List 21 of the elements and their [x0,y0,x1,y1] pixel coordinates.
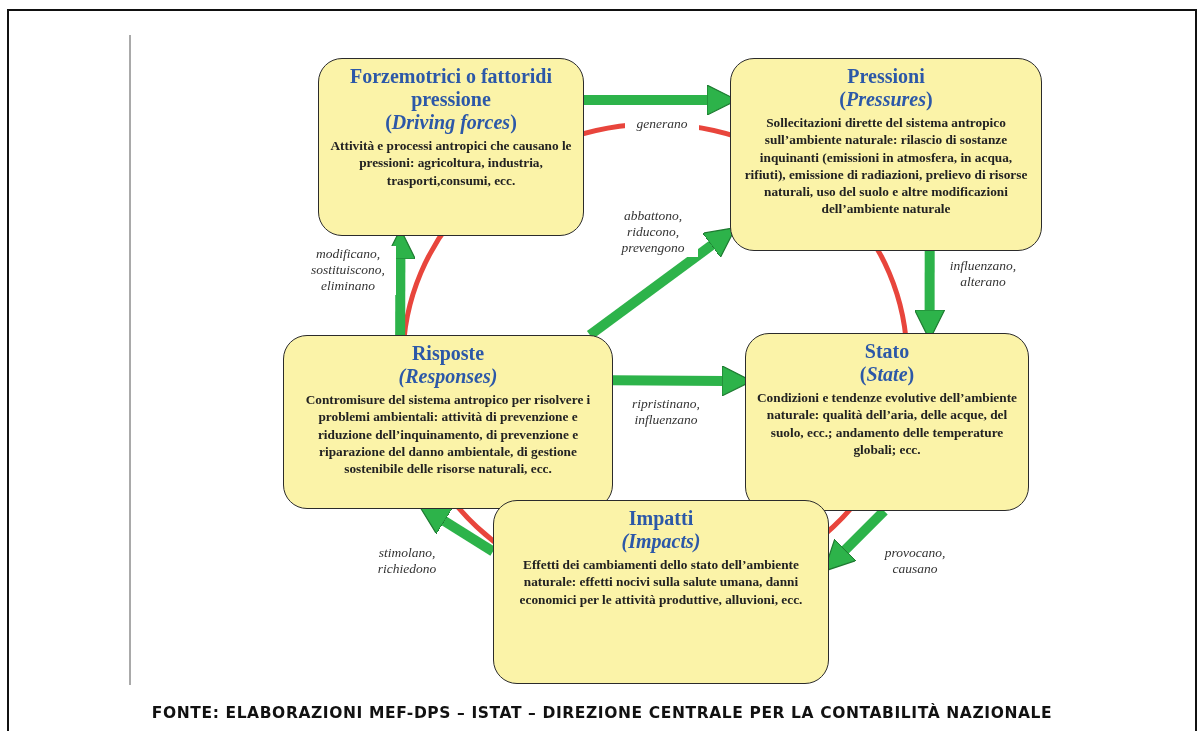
concept-box [745,333,1029,511]
concept-box [493,500,829,684]
concept-box [318,58,584,236]
description-text: Attività e processi antropici che causano le pressioni: agricoltura, industria, trasporti,consumi, ecc. [329,137,573,189]
box-title: Risposte [410,342,486,365]
source-caption: FONTE: ELABORAZIONI MEF-DPS – ISTAT – DIREZIONE CENTRALE PER LA CONTABILITÀ NAZIONALE [150,704,1054,722]
box-subtitle: (State) [858,363,916,386]
description-text: Effetti dei cambiamenti dello stato dell’ambiente naturale: effetti nocivi sulla salute umana, danni economici per le attività produttive, alluvioni, ecc. [518,556,804,608]
description-text: Condizioni e tendenze evolutive dell’ambiente naturale: qualità dell’aria, delle acque, del suolo, ecc.; andamento delle temperature globali; ecc. [756,389,1018,459]
box-title: Impatti [627,507,695,530]
box-title: Forzemotrici o fattoridi pressione [348,65,554,111]
box-title: Pressioni [846,65,926,88]
box-subtitle: (Impacts) [620,530,702,553]
concept-box [730,58,1042,251]
box-subtitle: (Responses) [397,365,499,388]
box-title: Stato [863,340,911,363]
concept-box [283,335,613,509]
description-text: Contromisure del sistema antropico per risolvere i problemi ambientali: attività di prevenzione e riduzione dell’inquinamento, di prevenzione e riparazione del danno ambientale, di gestione sostenibile delle risorse naturali, ecc. [304,391,592,478]
description-text: Sollecitazioni dirette del sistema antropico sull’ambiente naturale: rilascio di sostanze inquinanti (emissioni in atmosfera, in acqua, rifiuti), emissione di radiazioni, prelievo di risorse naturali, uso del suolo e altre modificazioni dell’ambiente naturale [743,114,1029,218]
box-subtitle: (Pressures) [838,88,934,111]
box-subtitle: (Driving forces) [384,111,518,134]
